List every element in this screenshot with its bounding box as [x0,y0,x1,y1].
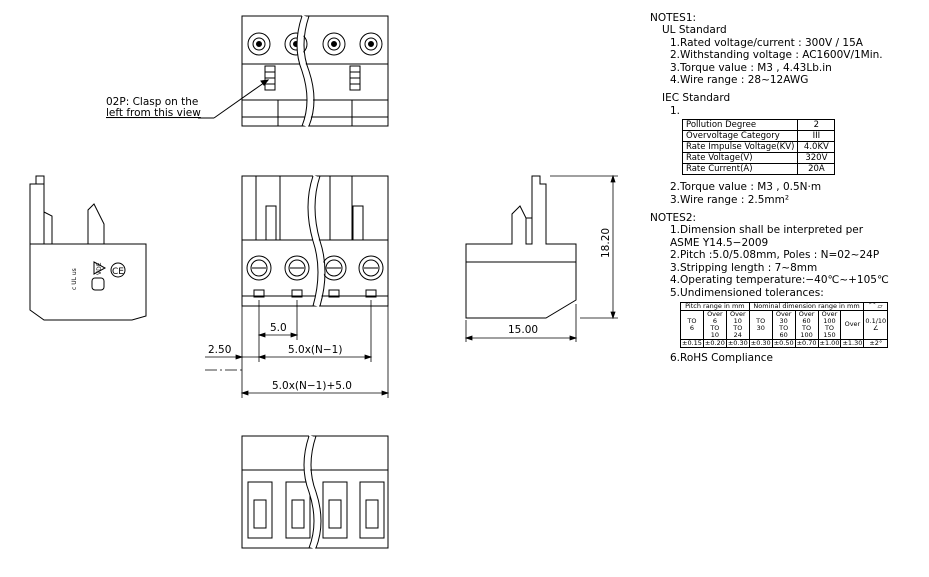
notes1-title: NOTES1: [650,12,697,24]
rohs-note: 6.RoHS Compliance [670,351,773,364]
ul-heading: UL Standard [662,24,727,37]
notes2-title: NOTES2: [650,212,697,225]
dim-pitch: 5.0 [270,322,287,334]
tolerance-value: ±1.00 [817,338,842,348]
mark-ce: CE [112,267,124,277]
mark-ul: c UL us [71,268,78,290]
iec-value: 20A [797,163,836,176]
ul-item: 3.Torque value : M3 , 4.43Lb.in [670,61,832,74]
iec-heading: IEC Standard [662,92,731,105]
callout-line2: left from this view [106,107,201,119]
certification-marks [91,261,126,291]
iec-value: 2 [797,119,836,132]
iec-value: III [797,130,836,143]
drawing-labels: 02P: Clasp on the left from this view 5.… [71,96,612,392]
iec-item1-prefix: 1. [670,104,681,117]
tolerance-value: ±0.15 [680,338,704,348]
tolerance-value: ±0.20 [702,338,727,348]
iec-item: 2.Torque value : M3 , 0.5N·m [670,181,822,194]
ul-item: 4.Wire range : 28~12AWG [670,74,809,87]
tolerance-value: ±0.70 [794,338,819,348]
table-row: Rate Current(A)20A [681,163,836,176]
iec-label: Rate Voltage(V) [681,152,799,165]
iec-label: Pollution Degree [681,119,799,132]
iec-value: 4.0KV [797,141,836,154]
dim-overall: 5.0x(N−1)+5.0 [272,380,352,392]
notes2-item: ASME Y14.5−2009 [670,236,769,249]
tolerance-value: ±0.30 [748,338,773,348]
tolerance-table: Pitch range in mm Nominal dimension rang… [680,301,889,348]
callout-line1: 02P: Clasp on the [106,96,198,108]
left-side-view [29,175,147,321]
top-view-screws [247,32,383,56]
range-cell: Over [840,309,865,340]
table-row: Pitch range in mm Nominal dimension rang… [680,301,889,311]
ul-item: 1.Rated voltage/current : 300V / 15A [670,36,863,49]
front-view-screws [246,255,384,281]
tolerance-value: ±2° [863,338,889,348]
notes-panel: NOTES1: UL Standard 1.Rated voltage/curr… [650,12,925,364]
table-row: Rate Impulse Voltage(KV)4.0KV [681,141,836,154]
notes2-item: 4.Operating temperature:−40℃~+105℃ [670,274,889,287]
mark-vde: VDE [96,262,103,275]
iec-item: 3.Wire range : 2.5mm² [670,193,790,206]
notes2-item: 1.Dimension shall be interpreted per [670,224,864,237]
tolerance-value: ±0.50 [771,338,796,348]
bottom-view [241,435,389,550]
dim-depth: 15.00 [508,324,538,336]
notes2-item: 2.Pitch :5.0/5.08mm, Poles : N=02~24P [670,249,880,262]
tolerance-value: ±0.30 [725,338,750,348]
top-view [198,15,389,128]
iec-label: Overvoltage Category [681,130,799,143]
iec-label: Rate Impulse Voltage(KV) [681,141,799,154]
side-dimensions [464,174,618,342]
notes2-item: 5.Undimensioned tolerances: [670,286,824,299]
table-row: Rate Voltage(V)320V [681,152,836,165]
notes2-item: 3.Stripping length : 7~8mm [670,261,818,274]
front-view [241,175,389,307]
table-row: ±0.15 ±0.20 ±0.30 ±0.30 ±0.50 ±0.70 ±1.0… [680,338,889,348]
iec-value: 320V [797,152,836,165]
ul-item: 2.Withstanding voltage : AC1600V/1Min. [670,49,883,62]
right-side-view [465,175,577,319]
flat-angle-cell: 0.1/10∠ [863,309,889,340]
dim-pitch-span: 5.0x(N−1) [288,344,342,356]
dim-height: 18.20 [600,228,612,258]
front-dimensions [205,300,390,398]
form-symbols: ⌒ ▱ [863,301,889,311]
iec-label: Rate Current(A) [681,163,799,176]
dim-offset: 2.50 [208,344,231,356]
tolerance-value: ±1.30 [840,338,865,348]
